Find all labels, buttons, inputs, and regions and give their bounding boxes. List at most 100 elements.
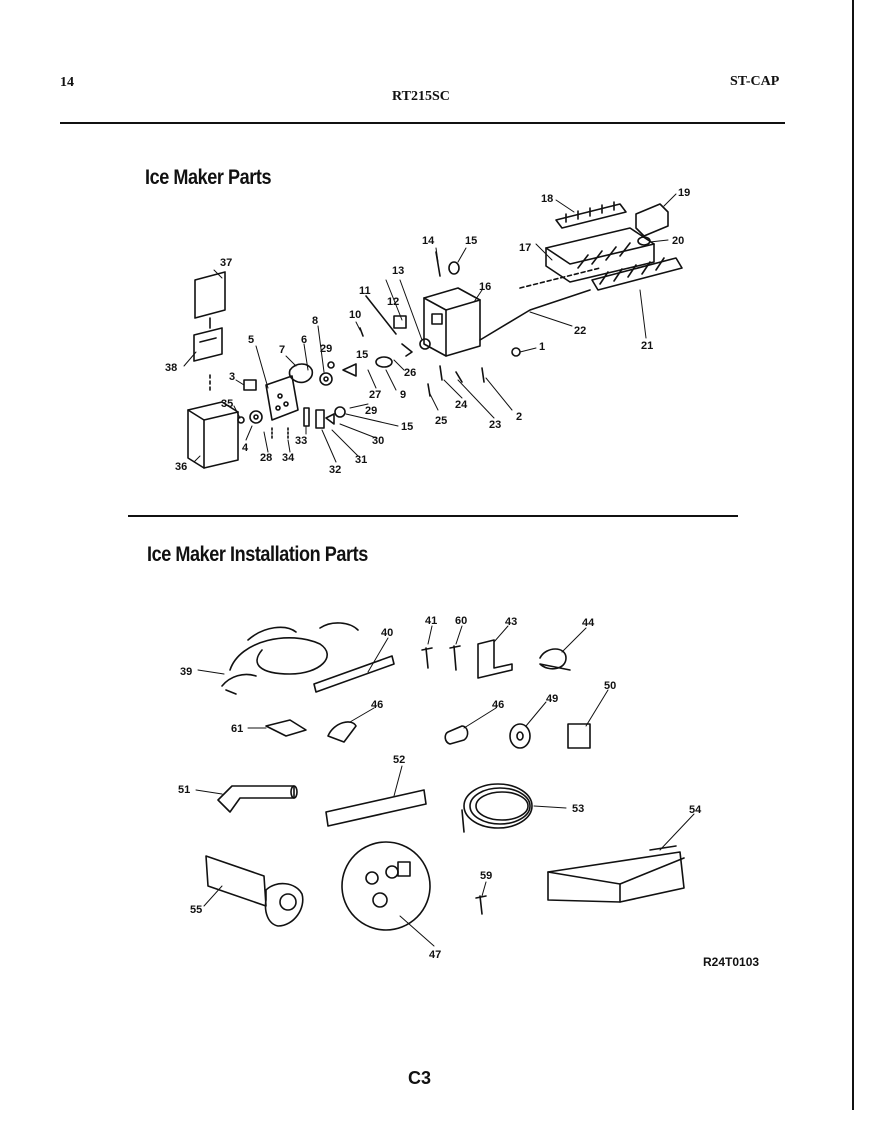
part-12-thermostat xyxy=(393,315,407,329)
callout-23: 23 xyxy=(489,419,501,431)
part-29b-washer xyxy=(334,406,346,418)
callout-35: 35 xyxy=(221,398,233,410)
callout-7: 7 xyxy=(279,344,285,356)
callout-46b: 46 xyxy=(492,699,504,711)
callout-27: 27 xyxy=(369,389,381,401)
part-4-gear xyxy=(249,410,263,424)
callout-46a: 46 xyxy=(371,699,383,711)
callout-12: 12 xyxy=(387,296,399,308)
callout-50: 50 xyxy=(604,680,616,692)
callout-15b: 15 xyxy=(356,349,368,361)
callout-22: 22 xyxy=(574,325,586,337)
callout-47: 47 xyxy=(429,949,441,961)
part-55-water-valve xyxy=(205,855,304,927)
callout-15a: 15 xyxy=(465,235,477,247)
callout-53: 53 xyxy=(572,803,584,815)
section-divider xyxy=(128,515,738,517)
callout-40: 40 xyxy=(381,627,393,639)
part-21-shield xyxy=(591,257,683,291)
callout-38: 38 xyxy=(165,362,177,374)
part-46a-clip xyxy=(327,721,357,743)
callout-49: 49 xyxy=(546,693,558,705)
callout-14: 14 xyxy=(422,235,435,247)
part-5-mounting-plate xyxy=(265,375,299,421)
callout-11: 11 xyxy=(359,285,371,297)
model-number: RT215SC xyxy=(392,89,450,104)
part-17-mold xyxy=(545,227,655,283)
callout-33: 33 xyxy=(295,435,307,447)
callout-8: 8 xyxy=(312,315,318,327)
callout-16: 16 xyxy=(479,281,491,293)
callout-18: 18 xyxy=(541,193,553,205)
callout-54: 54 xyxy=(689,804,702,816)
callout-4: 4 xyxy=(242,442,249,454)
part-2-pin xyxy=(481,367,485,383)
callout-41: 41 xyxy=(425,615,437,627)
part-46b-grommet xyxy=(444,725,469,745)
part-36-front-cover xyxy=(187,401,239,469)
callout-39: 39 xyxy=(180,666,192,678)
part-23-screw xyxy=(455,371,463,383)
callout-51: 51 xyxy=(178,784,190,796)
callout-15c: 15 xyxy=(401,421,413,433)
part-15b-bushing xyxy=(448,261,460,275)
callout-61: 61 xyxy=(231,723,243,735)
callout-5: 5 xyxy=(248,334,254,346)
callout-30: 30 xyxy=(372,435,384,447)
part-9-switch xyxy=(375,356,393,368)
part-11-shaft xyxy=(365,295,397,335)
callout-55: 55 xyxy=(190,904,202,916)
ice-maker-parts-title: Ice Maker Parts xyxy=(145,166,272,189)
part-3-bracket xyxy=(243,379,257,391)
part-54-ice-bin xyxy=(547,845,685,903)
part-35-screw xyxy=(237,416,245,424)
part-60-screw xyxy=(449,645,461,671)
part-24-pin xyxy=(439,365,443,381)
callout-60: 60 xyxy=(455,615,467,627)
callout-2: 2 xyxy=(516,411,522,423)
header-divider xyxy=(60,122,785,124)
callout-36: 36 xyxy=(175,461,187,473)
part-50-block xyxy=(567,723,591,749)
part-10-pin xyxy=(359,327,364,337)
callout-44: 44 xyxy=(582,617,595,629)
part-13-gear xyxy=(419,338,431,350)
part-43-bracket xyxy=(477,639,513,679)
part-41-screw xyxy=(421,647,433,669)
page-id: C3 xyxy=(408,1068,432,1088)
callout-43: 43 xyxy=(505,616,517,628)
callout-34: 34 xyxy=(282,452,295,464)
part-40-tube xyxy=(313,655,395,693)
part-1-nut xyxy=(511,347,521,357)
page-number: 14 xyxy=(60,75,74,90)
callout-13: 13 xyxy=(392,265,404,277)
part-26-lever xyxy=(401,343,413,357)
callout-59: 59 xyxy=(480,870,492,882)
callout-24: 24 xyxy=(455,399,468,411)
callout-52: 52 xyxy=(393,754,405,766)
callout-21: 21 xyxy=(641,340,653,352)
installation-parts-title: Ice Maker Installation Parts xyxy=(147,543,368,566)
part-7-motor xyxy=(288,363,314,384)
page-edge-line xyxy=(852,0,854,1110)
part-52-fill-tube xyxy=(325,789,427,827)
part-22-heater-wire xyxy=(479,267,601,341)
part-44-clamp xyxy=(539,648,571,671)
callout-29a: 29 xyxy=(320,343,332,355)
section-code: ST-CAP xyxy=(730,74,780,89)
part-18-stripper xyxy=(555,201,627,229)
part-15-fastener xyxy=(342,363,357,377)
part-33-link xyxy=(303,407,310,427)
callout-10: 10 xyxy=(349,309,361,321)
drawing-reference: R24T0103 xyxy=(703,955,760,969)
callout-17: 17 xyxy=(519,242,531,254)
callout-6: 6 xyxy=(301,334,307,346)
part-39-wire-harness xyxy=(221,622,359,695)
part-61-clip xyxy=(265,719,307,737)
callout-26: 26 xyxy=(404,367,416,379)
part-37-label-sheet xyxy=(194,271,226,319)
part-29-spring xyxy=(327,361,335,369)
part-32-block xyxy=(315,409,325,429)
callout-31: 31 xyxy=(355,454,367,466)
